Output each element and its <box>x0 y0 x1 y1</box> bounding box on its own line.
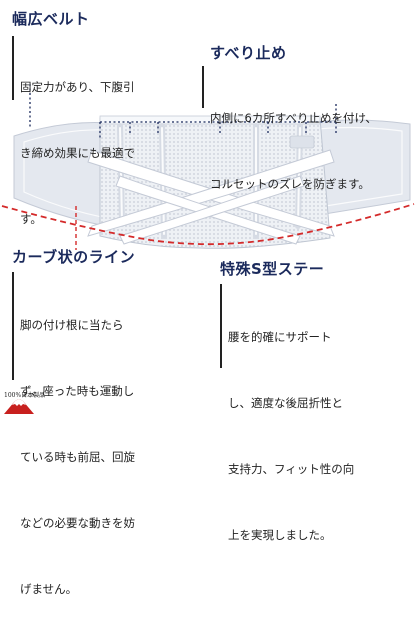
anti-slip-title: すべり止め <box>210 44 287 62</box>
curve-line-title: カーブ状のライン <box>12 248 136 266</box>
curve-line-line: 脚の付け根に当たら <box>20 318 124 332</box>
mount-fuji-icon <box>4 399 34 414</box>
wide-belt-rule <box>12 36 14 100</box>
curve-line-line: などの必要な動きを妨 <box>20 516 135 530</box>
cross-straps <box>87 149 335 245</box>
s-stay-line: 腰を的確にサポート <box>228 330 332 344</box>
s-stay-rule <box>220 284 222 368</box>
s-stay-line: し、適度な後屈折性と <box>228 396 343 410</box>
anti-slip-text: 内側に6カ所すべり止めを付け、 コルセットのズレを防ぎます。 <box>210 63 377 217</box>
s-stay-line: 上を実現しました。 <box>228 528 332 542</box>
curve-line-rule <box>12 272 14 380</box>
anti-slip-line: コルセットのズレを防ぎます。 <box>210 177 370 191</box>
wide-belt-line: 固定力があり、下腹引 <box>20 80 135 94</box>
s-stay-text: 腰を的確にサポート し、適度な後屈折性と 支持力、フィット性の向 上を実現しまし… <box>228 282 354 568</box>
anti-slip-rule <box>202 66 204 108</box>
curve-line-line: ている時も前屈、回旋 <box>20 450 135 464</box>
made-in-japan-text: 100%日本製品 <box>4 392 46 399</box>
s-stay-title: 特殊S型ステー <box>220 260 325 278</box>
s-stay-line: 支持力、フィット性の向 <box>228 462 355 476</box>
curve-line-text: 脚の付け根に当たら ず、座った時も運動し ている時も前屈、回旋 などの必要な動き… <box>20 270 135 622</box>
belt-illustration <box>1 84 415 250</box>
curve-line-line: ず、座った時も運動し <box>20 384 135 398</box>
wide-belt-line: き締め効果にも最適で <box>20 146 135 160</box>
anti-slip-line: 内側に6カ所すべり止めを付け、 <box>210 111 377 125</box>
wide-belt-line: す。 <box>20 212 42 226</box>
anti-slip-dots <box>29 84 337 138</box>
wide-belt-text: 固定力があり、下腹引 き締め効果にも最適で す。 <box>20 32 135 252</box>
curve-line-line: げません。 <box>20 582 78 596</box>
curve-line <box>1 203 415 246</box>
wide-belt-title: 幅広ベルト <box>12 10 90 28</box>
